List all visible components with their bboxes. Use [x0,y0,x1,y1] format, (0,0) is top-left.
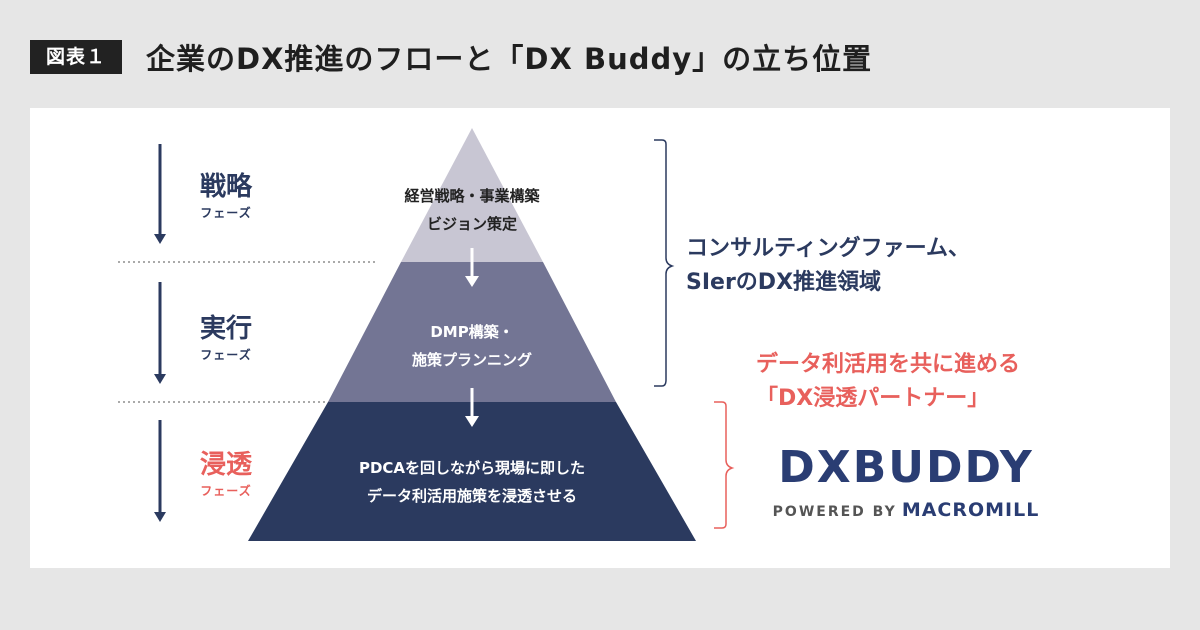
figure-label: 図表１ [30,40,122,74]
phase-arrow-head-penetration [154,512,166,522]
tier-text-penetration-line-2: データ利活用施策を浸透させる [366,487,577,505]
dx-buddy-powered-by: POWERED BY MACROMILL [766,499,1046,521]
tier-text-execution-line-2: 施策プランニング [411,351,532,369]
tier-text-strategy: 経営戦略・事業構築 ビジョン策定 [322,182,622,238]
phase-name-strategy: 戦略 [199,172,252,202]
phase-sub-penetration: フェーズ [200,484,252,498]
phase-sub-execution: フェーズ [200,348,252,362]
consult-text: コンサルティングファーム、 SIerのDX推進領域 [686,232,970,300]
consult-bracket [654,139,675,387]
tier-text-execution-line-1: DMP構築・ [430,323,514,341]
figure-title: 企業のDX推進のフローと「DX Buddy」の立ち位置 [146,42,873,76]
tier-text-strategy-line-1: 経営戦略・事業構築 [404,187,540,205]
phase-arrow-head-execution [154,374,166,384]
pyramid-tier-penetration [248,402,696,541]
dx-buddy-logo-text: DXBUDDY [778,442,1034,493]
pyramid-arrow-head-2 [465,416,479,427]
pyramid-arrow-head-1 [465,276,479,287]
tier-text-execution: DMP構築・ 施策プランニング [322,318,622,374]
consult-text-line-2: SIerのDX推進領域 [686,270,882,295]
tier-text-strategy-line-2: ビジョン策定 [426,215,517,233]
phase-name-penetration: 浸透 [199,450,252,480]
brackets [654,139,735,529]
tier-text-penetration-line-1: PDCAを回しながら現場に即した [358,459,586,477]
powered-by-text: POWERED BY [772,504,897,520]
consult-text-line-1: コンサルティングファーム、 [686,236,971,261]
pyramid-tier-strategy [401,128,543,262]
macromill-text: MACROMILL [901,499,1040,521]
partner-bracket [714,401,735,529]
pyramid [248,128,696,541]
partner-text-line-2: 「DX浸透パートナー」 [756,386,990,411]
pyramid-tier-execution [328,262,616,402]
phase-sub-strategy: フェーズ [200,206,252,220]
phase-name-execution: 実行 [199,314,252,344]
tier-text-penetration: PDCAを回しながら現場に即した データ利活用施策を浸透させる [282,454,662,510]
phase-arrow-head-strategy [154,234,166,244]
partner-text: データ利活用を共に進める 「DX浸透パートナー」 [756,348,1020,416]
partner-text-line-1: データ利活用を共に進める [756,352,1021,377]
dx-buddy-logo: DXBUDDY POWERED BY MACROMILL [766,442,1046,521]
diagram-panel: 戦略 フェーズ 実行 フェーズ 浸透 フェーズ 経営戦略・事業構築 ビジョン策定… [30,108,1170,568]
